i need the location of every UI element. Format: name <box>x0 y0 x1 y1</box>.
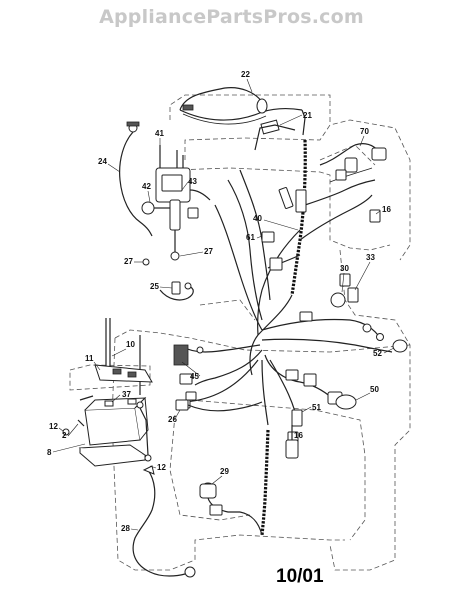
callout-22: 22 <box>241 70 250 79</box>
revision-date: 10/01 <box>276 566 324 587</box>
callout-33: 33 <box>366 253 375 262</box>
callout-29: 29 <box>220 467 229 476</box>
callout-25: 25 <box>150 282 159 291</box>
main-wire-harness <box>179 139 393 536</box>
callout-37: 37 <box>122 390 131 399</box>
callout-labels: 22 21 70 41 24 42 43 40 16 61 27 27 30 3… <box>47 70 395 533</box>
callout-16-lower: 16 <box>294 431 303 440</box>
callout-40: 40 <box>253 214 262 223</box>
callout-16: 16 <box>382 205 391 214</box>
ignition-connector-assembly <box>319 143 387 183</box>
callout-24: 24 <box>98 157 107 166</box>
callout-21: 21 <box>303 111 312 120</box>
switch-16-lower <box>285 425 299 459</box>
fuse-holder-26 <box>175 399 263 412</box>
callout-10: 10 <box>126 340 135 349</box>
callout-45: 45 <box>190 372 199 381</box>
callout-52: 52 <box>373 349 382 358</box>
callout-12-top: 12 <box>49 422 58 431</box>
callout-61: 61 <box>246 233 255 242</box>
callout-26: 26 <box>168 415 177 424</box>
callout-42: 42 <box>142 182 151 191</box>
starter-solenoid-29 <box>199 482 263 536</box>
top-harness-loop <box>179 87 306 151</box>
callout-27-right: 27 <box>204 247 213 256</box>
callout-11: 11 <box>85 354 94 363</box>
callout-27-left: 27 <box>124 257 133 266</box>
site-watermark: AppliancePartsPros.com <box>99 6 364 28</box>
callout-51: 51 <box>312 403 321 412</box>
callout-2: 2 <box>62 431 67 440</box>
tractor-frame-outline <box>69 94 411 571</box>
callout-12-bottom: 12 <box>157 463 166 472</box>
callout-70: 70 <box>360 127 369 136</box>
callout-28: 28 <box>121 524 130 533</box>
callout-8: 8 <box>47 448 52 457</box>
battery-cable-28 <box>132 465 196 578</box>
callout-50: 50 <box>370 385 379 394</box>
harness-connectors <box>173 187 408 447</box>
cable-25 <box>159 281 194 301</box>
callout-43: 43 <box>188 177 197 186</box>
callout-30: 30 <box>340 264 349 273</box>
ground-wire-and-switch <box>119 121 211 266</box>
battery-assembly <box>62 318 153 467</box>
callout-41: 41 <box>155 129 164 138</box>
